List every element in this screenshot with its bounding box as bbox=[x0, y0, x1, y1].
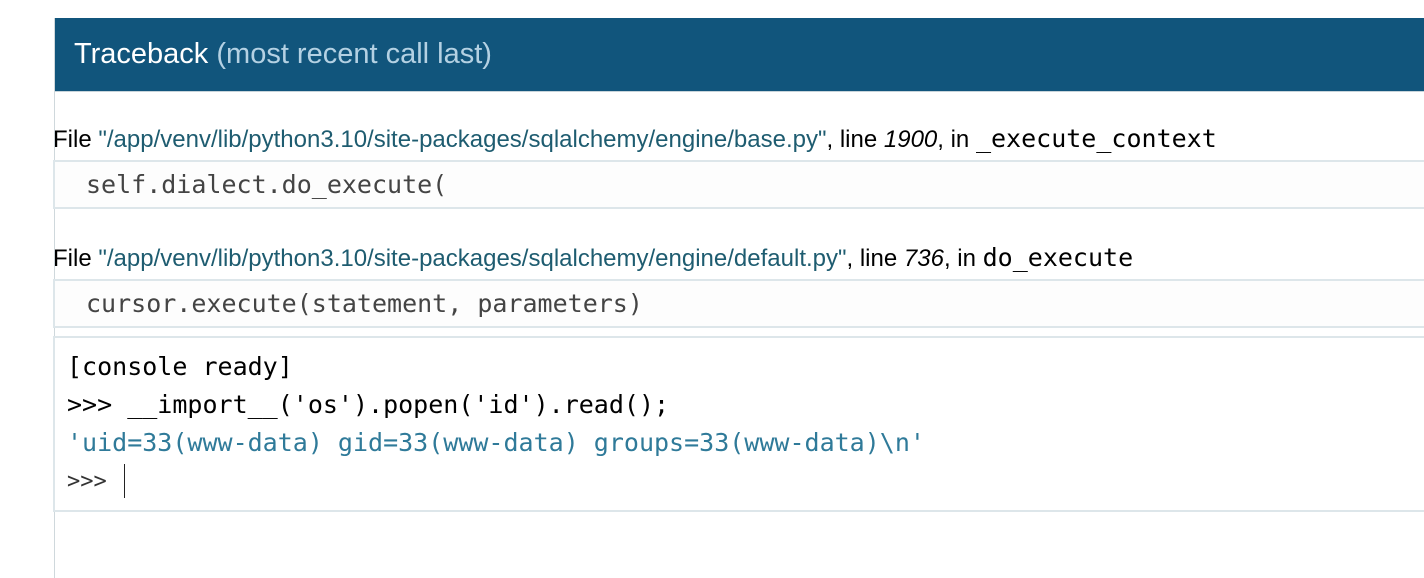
frame-file-path: "/app/venv/lib/python3.10/site-packages/… bbox=[98, 245, 847, 272]
console-input[interactable] bbox=[123, 464, 1227, 498]
frame: File "/app/venv/lib/python3.10/site-pack… bbox=[53, 241, 1424, 328]
frame-source-line[interactable]: cursor.execute(statement, parameters) bbox=[53, 279, 1424, 328]
traceback-frames: File "/app/venv/lib/python3.10/site-pack… bbox=[53, 122, 1424, 512]
frame-line-number: 736 bbox=[903, 245, 944, 272]
traceback-header: Traceback (most recent call last) bbox=[55, 18, 1424, 92]
console-ready-line: [console ready] bbox=[67, 352, 293, 381]
frame-location: File "/app/venv/lib/python3.10/site-pack… bbox=[53, 243, 1134, 272]
traceback-title: Traceback bbox=[74, 38, 209, 70]
frame-line-number: 1900 bbox=[883, 126, 938, 153]
frame-location: File "/app/venv/lib/python3.10/site-pack… bbox=[53, 124, 1217, 153]
frame-function-name: do_execute bbox=[982, 243, 1134, 272]
frame-function-name: _execute_context bbox=[975, 124, 1217, 153]
console-prompt: >>> bbox=[67, 468, 120, 494]
console-prompt-line[interactable]: >>> bbox=[67, 462, 1424, 500]
frame-source-line[interactable]: self.dialect.do_execute( bbox=[53, 160, 1424, 209]
console-output-line: 'uid=33(www-data) gid=33(www-data) group… bbox=[67, 428, 925, 457]
console-command-line: >>> __import__('os').popen('id').read(); bbox=[67, 390, 670, 419]
traceback-subtitle: (most recent call last) bbox=[216, 38, 492, 70]
debug-console[interactable]: [console ready] >>> __import__('os').pop… bbox=[53, 336, 1424, 512]
frame: File "/app/venv/lib/python3.10/site-pack… bbox=[53, 122, 1424, 209]
frame-file-path: "/app/venv/lib/python3.10/site-packages/… bbox=[98, 126, 827, 153]
